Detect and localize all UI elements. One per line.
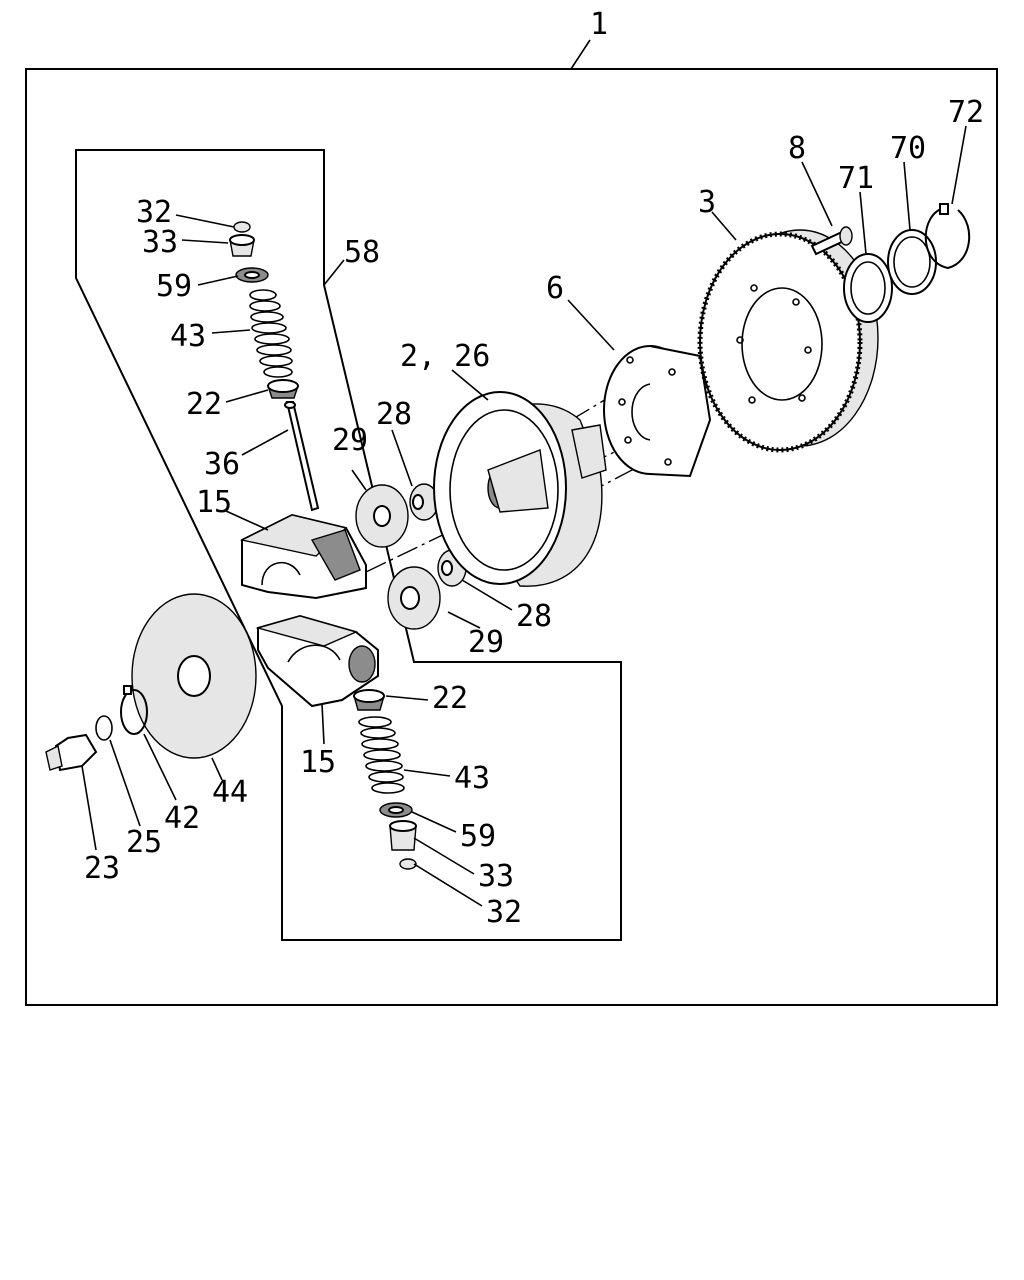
bolt [810,226,853,256]
callout-25: 25 [126,825,162,860]
callout-71: 71 [838,161,874,196]
callout-43-top: 43 [170,319,206,354]
drive-gear [697,229,879,453]
subassembly-callout: 58 [344,235,380,270]
assembly-callout-leader [570,39,591,70]
callout-44: 44 [212,775,248,810]
callout-59-bottom: 59 [460,819,496,854]
callout-3: 3 [698,185,716,220]
upper-governor-weight [239,513,367,600]
callout-42: 42 [164,801,200,836]
subassembly-callout-leader [323,259,345,286]
assembly-callout: 1 [590,7,608,42]
lower-spring-stack [353,689,417,870]
callout-59-top: 59 [156,269,192,304]
callout-32-bottom: 32 [486,895,522,930]
disc [131,593,257,759]
lower-bushing [387,566,441,630]
callout-29-bottom: 29 [468,625,504,660]
callout-28-top: 28 [376,397,412,432]
leader-lines [81,125,967,907]
washer-25 [95,715,113,741]
assembly-frame [25,68,998,1006]
callout-15-top: 15 [196,485,232,520]
lower-governor-weight [255,614,379,708]
callout-8: 8 [788,131,806,166]
callout-2-26: 2, 26 [400,339,490,374]
callout-23: 23 [84,851,120,886]
callout-28-bottom: 28 [516,599,552,634]
callout-33-bottom: 33 [478,859,514,894]
callout-43-bottom: 43 [454,761,490,796]
callout-32-top: 32 [136,195,172,230]
callout-29-top: 29 [332,423,368,458]
sleeve-23 [45,733,98,772]
snap-ring-42 [120,685,148,735]
ring-70 [887,229,937,295]
snap-ring-72 [924,203,971,270]
hub-plate [603,345,712,478]
callout-33-top: 33 [142,225,178,260]
lower-spring [358,716,405,794]
callout-22-bottom: 22 [432,681,468,716]
upper-spring-stack [229,221,320,512]
callout-72: 72 [948,95,984,130]
governor-rod [285,401,320,512]
upper-bushing [355,484,409,548]
callout-15-bottom: 15 [300,745,336,780]
callout-6: 6 [546,271,564,306]
ring-71 [843,253,893,323]
upper-spring [249,289,293,378]
center-axis-line [365,429,661,573]
callout-36: 36 [204,447,240,482]
subassembly-boundary [75,149,622,941]
governor-drum [433,391,607,587]
callout-22-top: 22 [186,387,222,422]
callout-70: 70 [890,131,926,166]
